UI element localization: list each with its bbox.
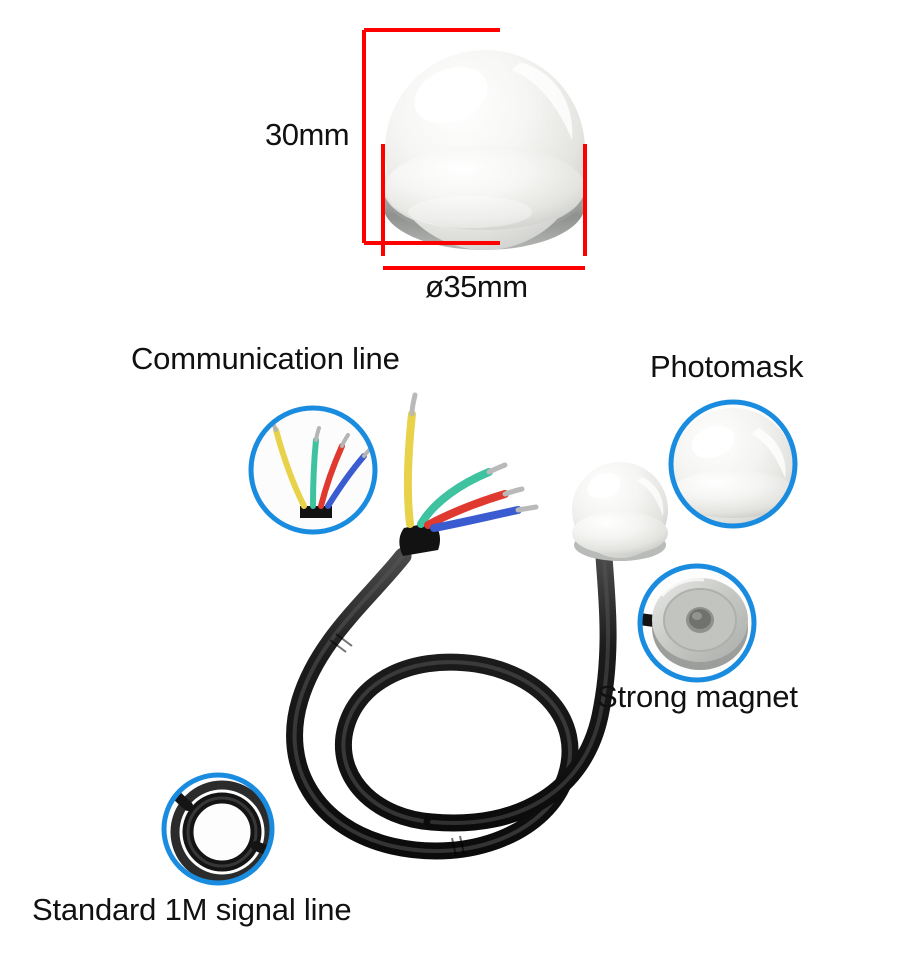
green-wire xyxy=(417,468,493,528)
callout-label-standard-signal-line: Standard 1M signal line xyxy=(32,892,352,927)
yellow-wire xyxy=(403,410,416,528)
callout-ring-communication xyxy=(248,405,378,535)
callout-label-communication-line: Communication line xyxy=(131,341,400,376)
sensor-head xyxy=(572,462,668,561)
cable-assembly xyxy=(286,547,617,860)
dimensioned-product xyxy=(383,50,585,250)
callout-photomask xyxy=(668,399,798,529)
callout-strong-magnet xyxy=(637,563,757,683)
dimension-lines xyxy=(362,28,587,270)
callout-ring-magnet xyxy=(637,563,757,683)
callout-label-strong-magnet: Strong magnet xyxy=(597,679,798,714)
callout-ring-signal-line xyxy=(161,772,275,886)
dimension-height-label: 30mm xyxy=(265,117,350,152)
callout-label-photomask: Photomask xyxy=(650,349,804,384)
callout-signal-line xyxy=(161,772,275,886)
callout-ring-photomask xyxy=(668,399,798,529)
callout-communication-line xyxy=(248,405,378,535)
cable-jacket-end xyxy=(399,522,440,556)
sensor-lead-cable xyxy=(423,547,617,832)
wire-fan xyxy=(399,392,539,556)
red-wire xyxy=(424,490,509,529)
dimension-diameter-label: ø35mm xyxy=(425,269,528,304)
blue-wire xyxy=(430,506,522,532)
